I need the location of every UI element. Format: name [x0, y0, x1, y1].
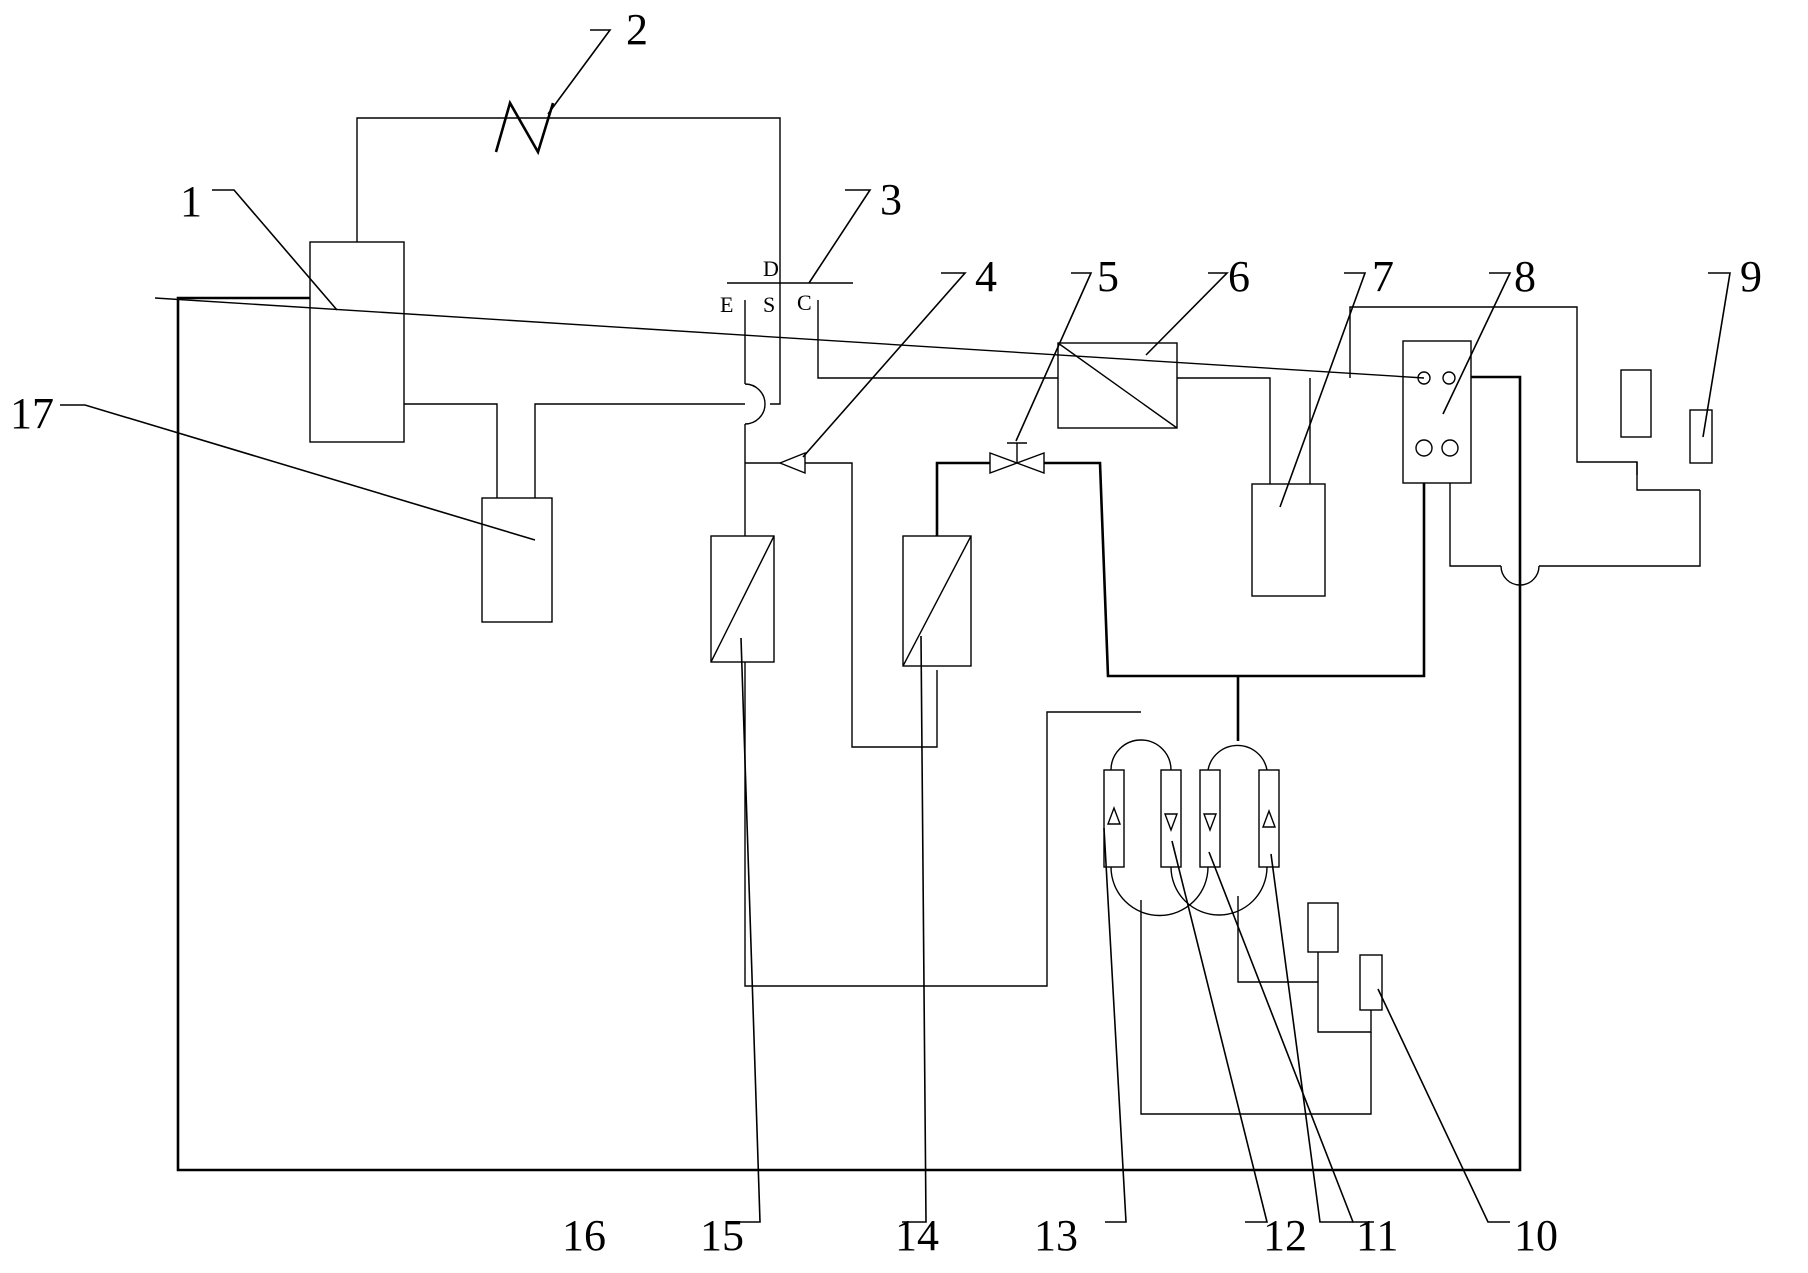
- label-5: 5: [1097, 252, 1119, 301]
- module-8-port-4: [1441, 439, 1459, 457]
- port-c: C: [797, 290, 812, 315]
- accumulator-out-line: [534, 403, 745, 498]
- module-8-port-2: [1442, 371, 1456, 385]
- label-6: 6: [1228, 252, 1250, 301]
- label-2: 2: [626, 5, 648, 54]
- discharge-line: [356, 117, 781, 405]
- flowmeter-14-arrow: [1106, 806, 1122, 825]
- crossover-hop: [744, 383, 766, 425]
- flowmeter-to-10: [1237, 896, 1372, 1033]
- callouts: 1 2 3 4 5 6 7 8 9 17 16 15 14 13 12 11 1…: [10, 5, 1762, 1260]
- label-8: 8: [1514, 252, 1536, 301]
- module-8: [1402, 340, 1472, 484]
- module8-lower-line-right: [1539, 490, 1701, 567]
- label-1: 1: [180, 177, 202, 226]
- flowmeter-12-arrow: [1202, 813, 1218, 832]
- flowmeter-11-arrow: [1261, 809, 1277, 828]
- sensor-10: [1359, 954, 1383, 1011]
- hx16-return: [744, 662, 1141, 987]
- flowmeter-13: [1160, 769, 1182, 868]
- module8-lower-line: [1449, 448, 1501, 567]
- leaders: [60, 29, 1731, 1223]
- check-valve-2: [494, 99, 555, 156]
- main-loop: [176, 296, 1522, 1172]
- sensor-9a: [1620, 369, 1652, 438]
- label-10: 10: [1514, 1211, 1558, 1260]
- label-4: 4: [975, 252, 997, 301]
- compressor-to-accumulator-line: [404, 403, 498, 498]
- label-17: 17: [10, 389, 54, 438]
- expansion-valve-4: [778, 451, 806, 475]
- port-d: D: [763, 256, 779, 281]
- flowmeter-11: [1258, 769, 1280, 868]
- pipes: [176, 117, 1701, 1172]
- u-bend-top-left: [1110, 739, 1172, 771]
- signal-line: [154, 297, 1425, 379]
- components: [154, 99, 1713, 1011]
- sensor-10a: [1307, 902, 1339, 953]
- flowmeter-12: [1199, 769, 1221, 868]
- hx15-to-valve-5: [935, 461, 990, 536]
- accumulator-17: [481, 497, 553, 623]
- valve-3-ports: D E S C: [720, 256, 812, 317]
- sensor-9: [1689, 409, 1713, 464]
- label-9: 9: [1740, 252, 1762, 301]
- u-bend-bottom-1: [1110, 866, 1209, 917]
- label-11: 11: [1356, 1211, 1398, 1260]
- port-s: S: [763, 292, 775, 317]
- component9-link: [1636, 462, 1700, 491]
- flowmeter-14: [1103, 769, 1125, 868]
- valve-4-loop: [805, 462, 938, 748]
- flowmeter-13-arrow: [1163, 813, 1179, 832]
- valve-5-left: [989, 451, 1020, 475]
- label-7: 7: [1372, 252, 1394, 301]
- compressor-1: [309, 241, 405, 443]
- label-12: 12: [1263, 1211, 1307, 1260]
- label-16: 16: [562, 1211, 606, 1260]
- component10-return: [1140, 900, 1372, 1115]
- label-3: 3: [880, 175, 902, 224]
- port-c-leg: [817, 300, 1058, 379]
- label-15: 15: [700, 1211, 744, 1260]
- port-e: E: [720, 292, 733, 317]
- u-bend-top-right: [1207, 744, 1268, 771]
- label-14: 14: [895, 1211, 939, 1260]
- crossover-hop-2: [1500, 565, 1540, 586]
- tank-7: [1251, 483, 1326, 597]
- label-13: 13: [1034, 1211, 1078, 1260]
- valve-5-right: [1014, 451, 1045, 475]
- hx6-to-7: [1177, 377, 1271, 484]
- u-bend-bottom-2: [1170, 866, 1268, 916]
- module-8-port-3: [1415, 439, 1433, 457]
- valve-5-main: [1044, 448, 1426, 678]
- upper-right-line: [1349, 306, 1638, 475]
